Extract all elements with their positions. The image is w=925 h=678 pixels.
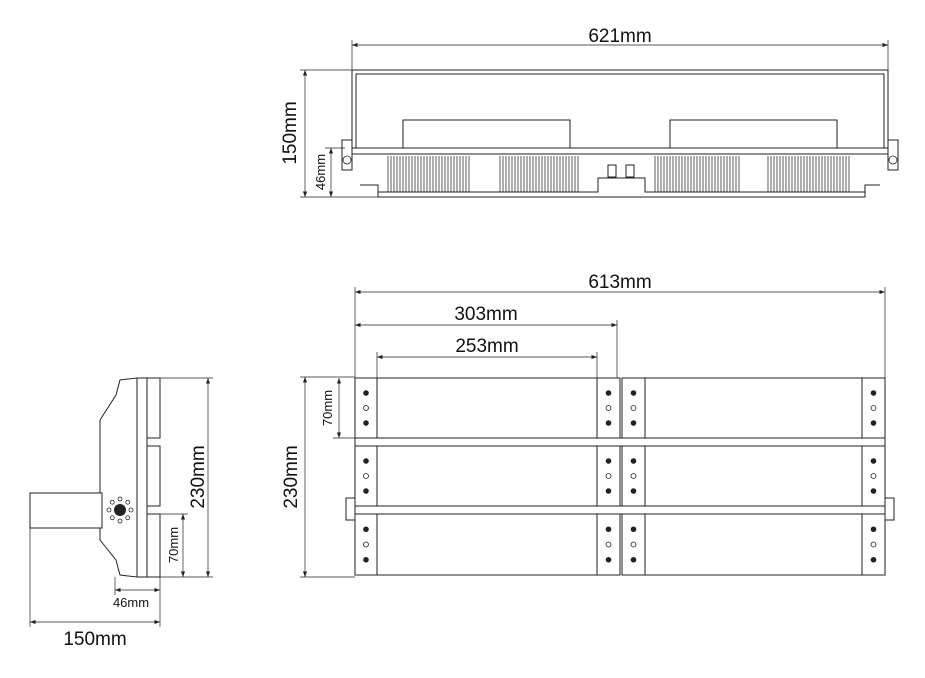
front-panel-width-label: 253mm bbox=[455, 336, 518, 357]
led-panel bbox=[644, 377, 863, 439]
mounting-bracket bbox=[29, 492, 103, 529]
side-view: 230mm 70mm 46mm 150mm bbox=[29, 377, 213, 650]
top-base-label: 46mm bbox=[313, 154, 328, 190]
side-height-label: 230mm bbox=[188, 445, 209, 508]
side-bracket-length-label: 150mm bbox=[63, 629, 126, 650]
front-height-label: 230mm bbox=[281, 445, 302, 508]
led-panel bbox=[376, 445, 598, 507]
front-view: 613mm 303mm 253mm 230mm 70mm bbox=[281, 272, 895, 578]
top-width-label: 621mm bbox=[588, 26, 651, 47]
front-total-width-label: 613mm bbox=[588, 272, 651, 293]
front-row-height-label: 70mm bbox=[320, 390, 335, 426]
side-depth-label: 46mm bbox=[113, 595, 149, 610]
top-height-label: 150mm bbox=[280, 101, 301, 164]
led-panel bbox=[376, 377, 598, 439]
led-panel bbox=[644, 513, 863, 576]
led-panel bbox=[644, 445, 863, 507]
front-module-width-label: 303mm bbox=[454, 304, 517, 325]
led-panel bbox=[376, 513, 598, 576]
top-view: 621mm 150mm 46mm bbox=[280, 26, 899, 198]
side-row-height-label: 70mm bbox=[166, 527, 181, 563]
